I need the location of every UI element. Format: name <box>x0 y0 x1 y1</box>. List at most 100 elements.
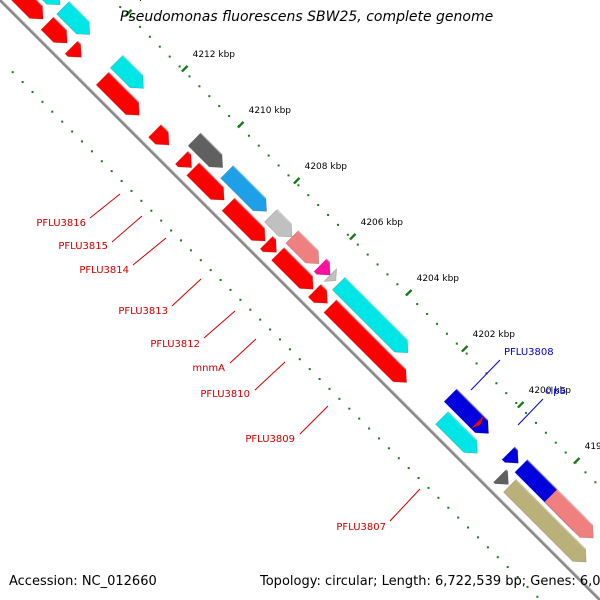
ruler-dot <box>336 223 339 226</box>
gene-arrow-feat-13 <box>220 165 267 212</box>
gene-label-pflu3809: PFLU3809 <box>245 434 295 445</box>
gene-arrow-shade <box>68 0 90 22</box>
ruler-dot <box>477 536 480 539</box>
ruler-tick-label: 4198 kbp <box>585 442 600 452</box>
ruler-dot <box>61 120 64 123</box>
gene-arrow-shade <box>234 197 266 229</box>
gene-leader-line <box>389 488 421 522</box>
gene-arrow-shade <box>344 276 409 341</box>
ruler-dot <box>417 477 420 480</box>
gene-arrow-feat-17 <box>285 230 320 265</box>
ruler-dot <box>447 506 450 509</box>
gene-arrow-feat-21 <box>323 299 407 383</box>
ruler-dot <box>150 209 153 212</box>
gene-arrow-shade <box>505 468 509 472</box>
ruler-dot <box>328 387 331 390</box>
gene-arrow-shade <box>556 488 594 526</box>
ruler-dot <box>110 170 113 173</box>
gene-label-pflu3807: PFLU3807 <box>336 522 386 533</box>
ruler-dot <box>239 298 242 301</box>
ruler-dot <box>366 253 369 256</box>
gene-arrow-feat-20 <box>323 267 337 282</box>
ruler-dot <box>308 368 311 371</box>
ruler-dots-outer <box>119 6 597 484</box>
genome-summary-text: Topology: circular; Length: 6,722,539 bp… <box>260 574 600 589</box>
ruler-tick-label: 4212 kbp <box>193 50 236 60</box>
ruler-tick-label: 4206 kbp <box>361 218 404 228</box>
ruler-dot <box>564 451 567 454</box>
gene-arrow-shade <box>276 208 293 225</box>
gene-arrow-feat-8 <box>148 124 170 146</box>
gene-arrow-shade <box>283 246 314 277</box>
gene-arrow-feat-6 <box>95 71 140 116</box>
ruler-dot <box>170 229 173 232</box>
ruler-dot <box>71 130 74 133</box>
ruler-dot <box>298 358 301 361</box>
ruler-dot <box>189 249 192 252</box>
gene-arrow-shade <box>456 388 489 421</box>
ruler-dot <box>269 328 272 331</box>
gene-arrow-feat-3 <box>40 16 68 44</box>
gene-arrow-shade <box>198 161 225 188</box>
ruler-dot <box>259 318 262 321</box>
gene-arrow-feat-4 <box>56 0 91 35</box>
ruler-dot <box>41 100 44 103</box>
ruler-dot <box>455 342 458 345</box>
map-title: Pseudomonas fluorescens SBW25, complete … <box>120 9 494 25</box>
gene-arrow-feat-28 <box>501 446 519 464</box>
ruler-tick <box>125 9 133 17</box>
ruler-dot <box>358 417 361 420</box>
ruler-dot <box>218 105 221 108</box>
ruler-dot <box>307 194 310 197</box>
gene-arrow-feat-22 <box>331 276 409 354</box>
gene-arrow-feat-2 <box>42 0 61 6</box>
gene-arrow-feat-10 <box>186 162 225 201</box>
gene-leader-line <box>171 278 202 307</box>
gene-label-pflu3815: PFLU3815 <box>58 241 108 252</box>
gene-label-pflu3816: PFLU3816 <box>36 218 86 229</box>
gene-arrow-shade <box>514 446 519 451</box>
ruler-tick <box>237 121 245 129</box>
gene-arrow-shade <box>297 229 319 252</box>
gene-arrow-shade <box>77 40 82 45</box>
ruler-dot <box>437 496 440 499</box>
ruler-dot <box>267 154 270 157</box>
ruler-dot <box>100 160 103 163</box>
ruler-dot <box>376 263 379 266</box>
ruler-dot <box>475 362 478 365</box>
gene-arrow-shade <box>187 150 192 155</box>
ruler-dot <box>356 243 359 246</box>
gene-leader-line <box>111 215 143 243</box>
ruler-dot <box>407 467 410 470</box>
gene-arrow-feat-15 <box>271 247 314 290</box>
ruler-dot <box>317 204 320 207</box>
ruler-dot <box>120 180 123 183</box>
ruler-dot <box>506 566 509 569</box>
ruler-dot <box>457 516 460 519</box>
gene-arrow-shade <box>160 123 169 133</box>
gene-label-mnma: mnmA <box>192 363 225 374</box>
ruler-dot <box>119 6 122 9</box>
gene-leader-line <box>470 359 501 391</box>
ruler-dot <box>505 392 508 395</box>
ruler-tick <box>405 289 413 297</box>
gene-arrow-shade <box>122 54 144 76</box>
ruler-dot <box>11 71 14 74</box>
ruler-dot <box>594 481 597 484</box>
gene-label-pflu3808: PFLU3808 <box>504 347 554 358</box>
ruler-tick-label: 4204 kbp <box>417 274 460 284</box>
ruler-dot <box>525 411 528 414</box>
ruler-dot <box>209 269 212 272</box>
gene-label-pflu3813: PFLU3813 <box>118 306 168 317</box>
ruler-dot <box>378 437 381 440</box>
ruler-dot <box>249 308 252 311</box>
ruler-dot <box>426 312 429 315</box>
ruler-dot <box>346 233 349 236</box>
ruler-dot <box>584 471 587 474</box>
gene-arrow-feat-18 <box>307 283 328 304</box>
ruler-dot <box>129 15 132 18</box>
ruler-dot <box>467 526 470 529</box>
ruler-dot <box>51 110 54 113</box>
ruler-dot <box>427 486 430 489</box>
